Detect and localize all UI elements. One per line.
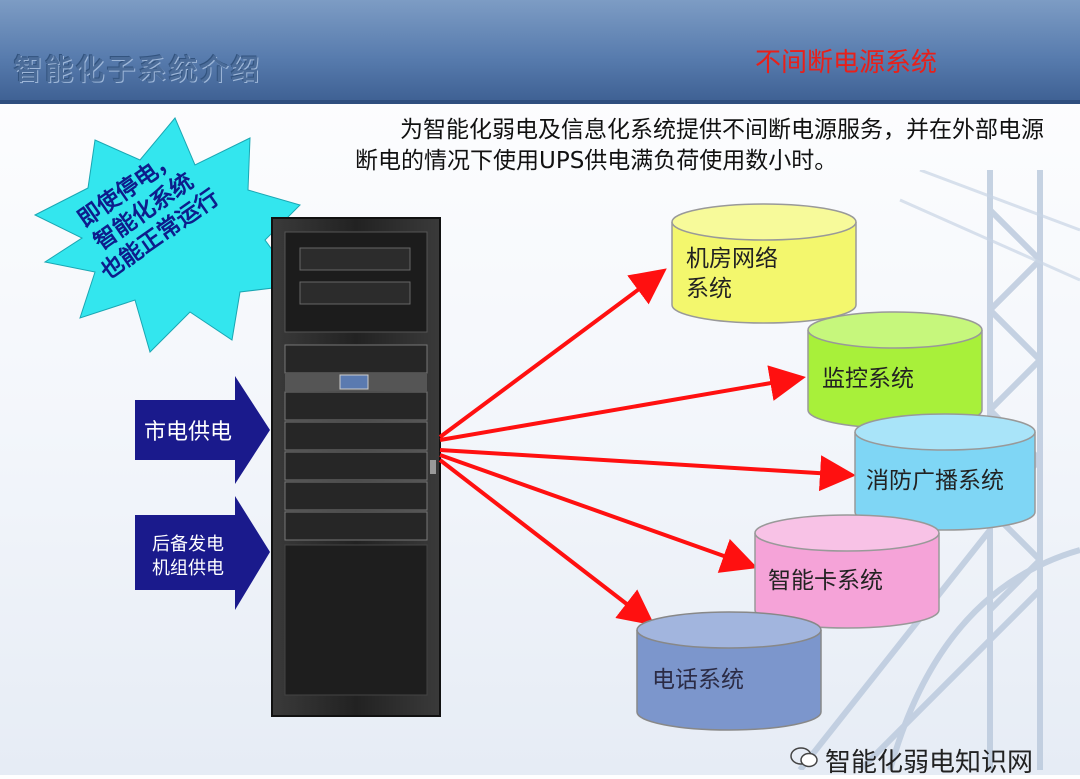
input-label-mains-text: 市电供电 (143, 420, 232, 445)
ups-rack (271, 217, 441, 717)
intro-paragraph: 为智能化弱电及信息化系统提供不间断电源服务，并在外部电源断电的情况下使用UPS供… (355, 117, 1044, 174)
cylinder-phone (636, 611, 822, 731)
system-label-phone: 电话系统 (652, 667, 744, 693)
header-bar (0, 0, 1080, 104)
system-label-monitoring: 监控系统 (822, 366, 914, 392)
arrow-to-monitoring (439, 365, 806, 442)
header-divider (0, 100, 1080, 104)
input-arrow-mains (135, 376, 270, 484)
input-label-generator: 后备发电 机组供电 (138, 533, 238, 581)
input-label-mains: 市电供电 (138, 414, 238, 446)
cylinder-monitoring (807, 311, 983, 429)
input-label-generator-line-2: 机组供电 (152, 558, 224, 579)
cylinder-network (671, 203, 857, 324)
input-label-generator-line-1: 后备发电 (152, 534, 224, 555)
watermark-text: 智能化弱电知识网 (825, 748, 1034, 778)
header-right-title: 不间断电源系统 (755, 48, 938, 78)
system-label-fire-broadcast: 消防广播系统 (866, 468, 1004, 494)
arrow-to-fire-broadcast (439, 448, 856, 492)
cylinder-smart-card (754, 514, 940, 629)
arrow-to-phone (438, 458, 655, 626)
header-left-title: 智能化子系统介绍 (14, 53, 263, 86)
system-label-smart-card: 智能卡系统 (768, 568, 883, 594)
arrow-to-network (438, 268, 667, 439)
system-label-network-line-1: 机房网络 (686, 246, 778, 272)
arrow-to-smart-card (439, 453, 758, 573)
cylinder-fire-broadcast (854, 413, 1036, 531)
input-arrow-generator (135, 496, 270, 610)
wechat-icon (790, 747, 818, 768)
system-label-network-line-2: 系统 (686, 276, 732, 302)
system-label-network: 机房网络 系统 (686, 244, 778, 304)
